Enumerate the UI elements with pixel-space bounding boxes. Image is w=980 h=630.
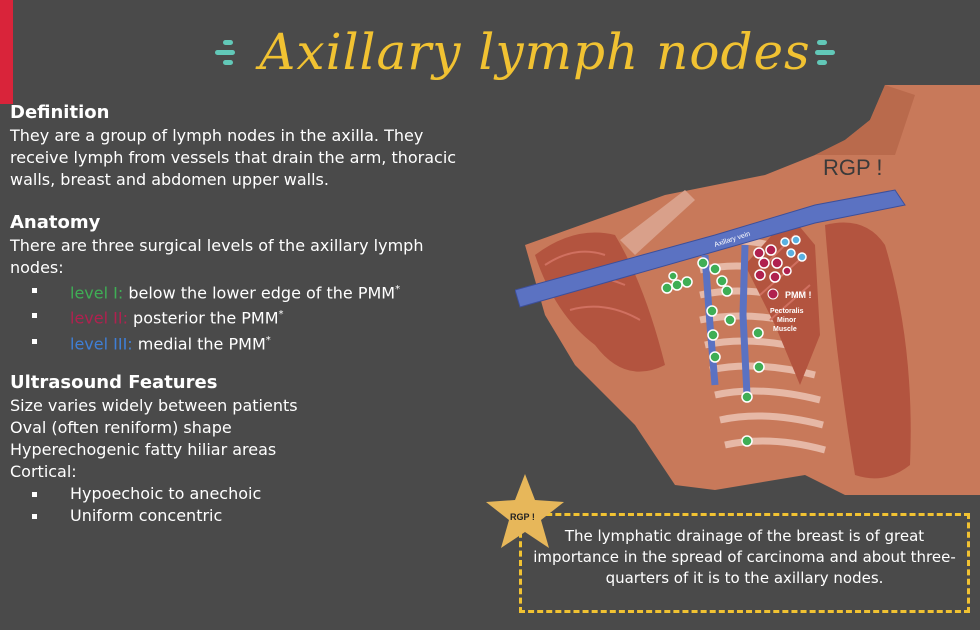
title-area: Axillary lymph nodes	[215, 8, 855, 98]
clavicle-bone	[620, 190, 695, 255]
levels-list: level I: below the lower edge of the PMM…	[10, 279, 490, 355]
ultrasound-line: Hyperechogenic fatty hiliar areas	[10, 439, 277, 459]
title-deco-right	[813, 38, 837, 68]
anatomy-intro: There are three surgical levels of the a…	[10, 236, 424, 277]
content-column: Definition They are a group of lymph nod…	[10, 101, 490, 527]
cortical-item: Uniform concentric	[30, 505, 490, 527]
definition-heading: Definition	[10, 102, 110, 123]
vein-branches	[701, 244, 751, 396]
note-box: The lymphatic drainage of the breast is …	[519, 513, 970, 613]
muscle-label-2: Minor	[777, 317, 796, 324]
chest-wall-muscle	[825, 222, 911, 479]
cortical-item: Hypoechoic to anechoic	[30, 483, 490, 505]
muscle-label-3: Muscle	[773, 326, 797, 333]
pmm-label: PMM !	[785, 290, 812, 300]
axillary-vein	[515, 189, 906, 308]
ultrasound-line: Cortical:	[10, 461, 77, 481]
level-2-mark: *	[278, 309, 284, 321]
level-2-desc: posterior the PMM	[127, 308, 279, 328]
pmm-marker	[767, 288, 779, 300]
level-1-item: level I: below the lower edge of the PMM…	[30, 279, 490, 304]
anatomy-heading: Anatomy	[10, 212, 101, 233]
rgp-star-badge: RGP !	[486, 474, 564, 548]
level-2-name: level II:	[70, 308, 128, 328]
level-3-nodes	[780, 235, 807, 262]
level-3-name: level III:	[70, 333, 133, 353]
definition-section: Definition They are a group of lymph nod…	[10, 101, 490, 191]
anatomy-section: Anatomy There are three surgical levels …	[10, 211, 490, 355]
ultrasound-heading: Ultrasound Features	[10, 371, 218, 393]
definition-text: They are a group of lymph nodes in the a…	[10, 126, 457, 189]
level-3-desc: medial the PMM	[132, 333, 266, 353]
level-2-item: level II: posterior the PMM*	[30, 304, 490, 329]
arm-muscle	[535, 232, 665, 372]
level-3-item: level III: medial the PMM*	[30, 330, 490, 355]
note-text: The lymphatic drainage of the breast is …	[533, 527, 956, 587]
accent-bar	[0, 0, 13, 104]
level-1-desc: below the lower edge of the PMM	[123, 283, 396, 303]
ultrasound-line: Oval (often reniform) shape	[10, 417, 232, 437]
ultrasound-section: Ultrasound Features Size varies widely b…	[10, 371, 490, 527]
level-1-mark: *	[395, 284, 401, 295]
axilla-illustration: Axillary vein RGP ! PMM ! Pectoralis Min…	[515, 85, 980, 495]
shoulder-shading	[815, 85, 915, 155]
muscle-label-1: Pectoralis	[770, 308, 804, 315]
page-title: Axillary lymph nodes	[259, 23, 811, 81]
level-2-nodes	[753, 244, 792, 283]
title-deco-left	[215, 38, 239, 68]
ultrasound-line: Size varies widely between patients	[10, 395, 298, 415]
level-1-nodes	[661, 257, 765, 447]
star-shape	[486, 474, 564, 548]
cortical-list: Hypoechoic to anechoic Uniform concentri…	[10, 483, 490, 527]
star-label: RGP !	[510, 512, 535, 522]
level-1-name: level I:	[70, 283, 124, 303]
level-3-mark: *	[265, 334, 271, 346]
rgp-label-top: RGP !	[823, 155, 883, 180]
